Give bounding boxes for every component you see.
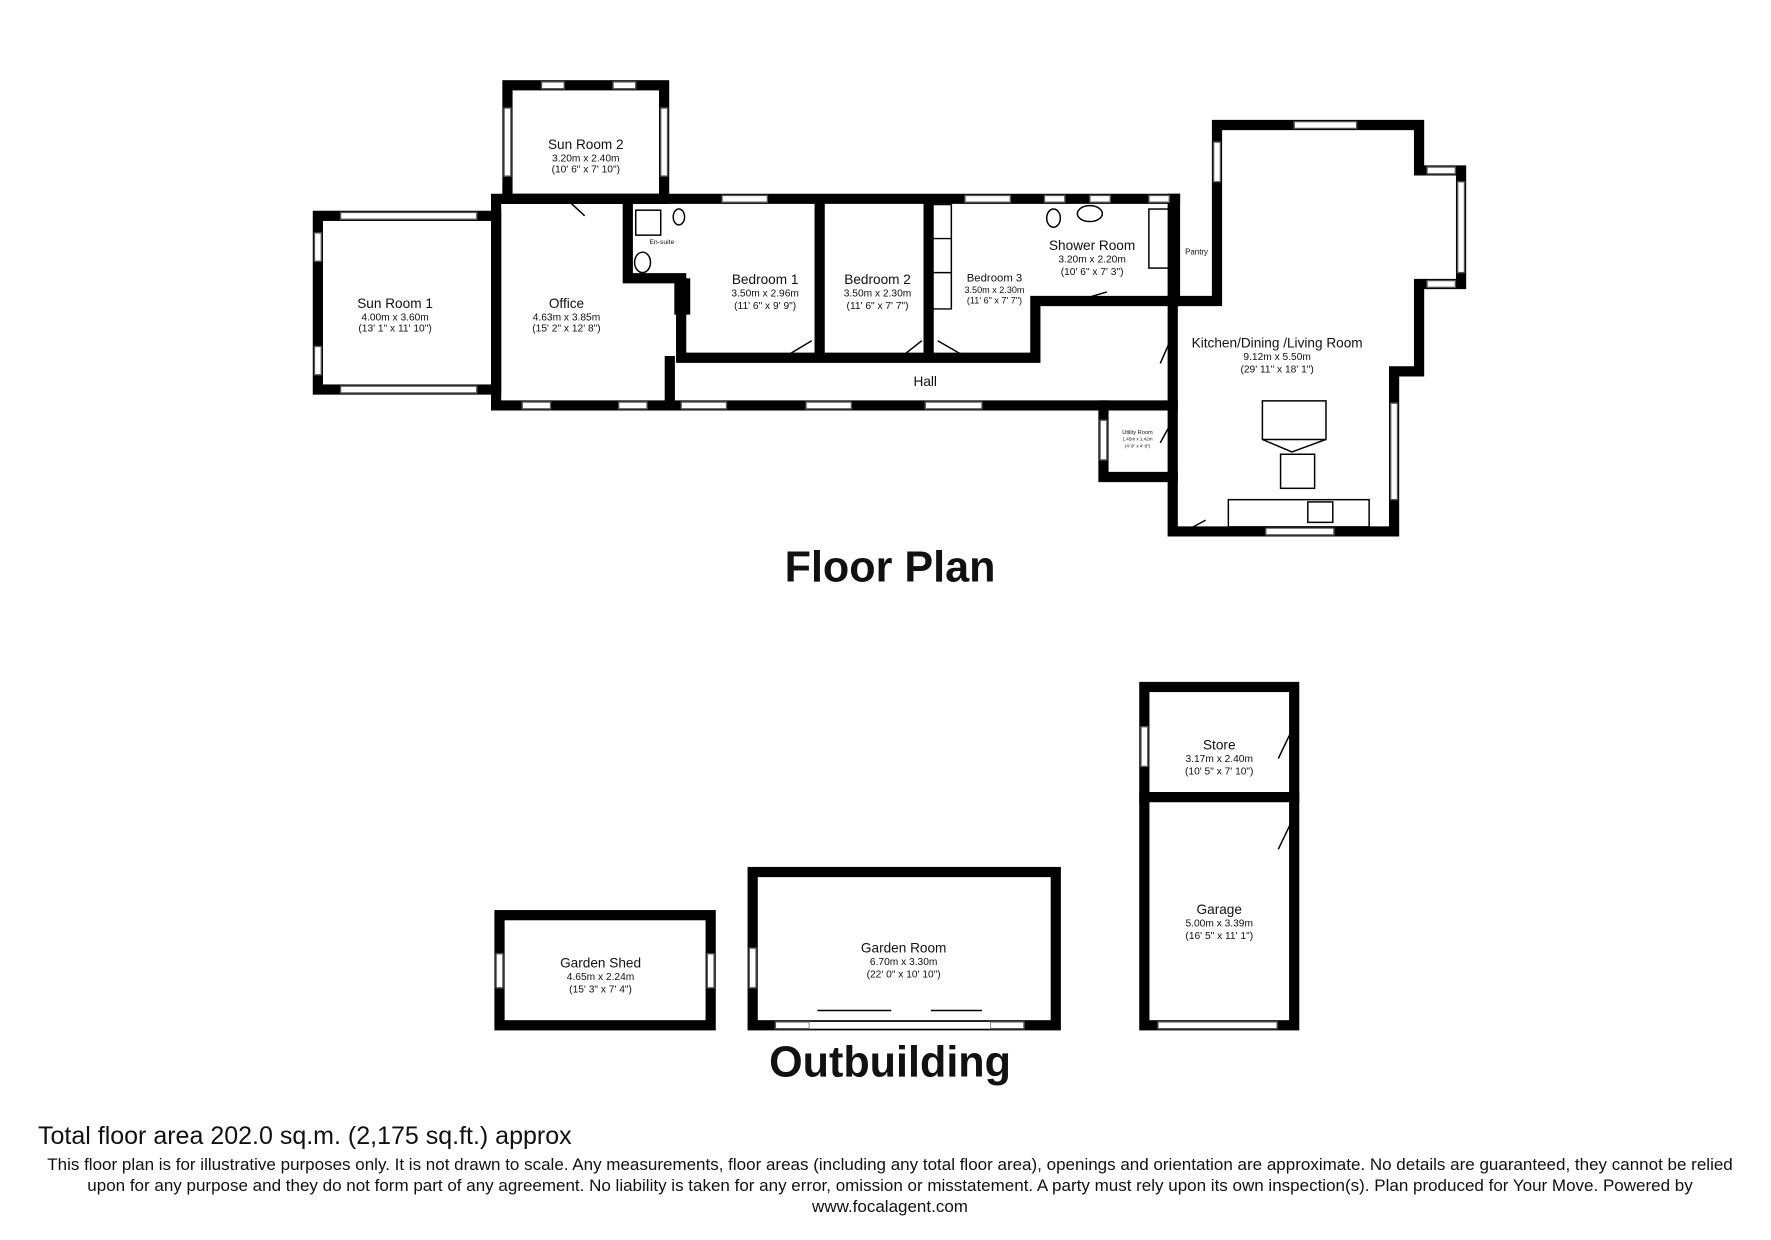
room-dims: (15' 2" x 12' 8") [532, 324, 600, 335]
fixtures [569, 201, 1370, 535]
room-name: Hall [914, 374, 937, 389]
room-dims: (4' 9" x 4' 8") [1125, 443, 1151, 448]
room-name: Bedroom 1 [732, 272, 799, 287]
room-dims: (11' 6" x 7' 7") [847, 301, 909, 312]
room-dims: 3.50m x 2.30m [844, 288, 912, 299]
room-dims: 3.17m x 2.40m [1186, 754, 1253, 765]
room-dims: (16' 5" x 11' 1") [1185, 931, 1253, 942]
outbuilding-title: Outbuilding [769, 1038, 1011, 1086]
floor-plan-title: Floor Plan [785, 543, 996, 591]
room-name: Sun Room 2 [548, 137, 624, 152]
room-dims: 3.50m x 2.30m [964, 285, 1024, 295]
room-name: En-suite [649, 239, 674, 246]
room-name: Kitchen/Dining /Living Room [1192, 336, 1363, 351]
room-name: Store [1203, 737, 1236, 752]
room-dims: 5.00m x 3.39m [1186, 919, 1253, 930]
room-dims: (10' 5" x 7' 10") [1185, 766, 1253, 777]
room-dims: 3.50m x 2.96m [731, 288, 799, 299]
windows [313, 81, 1466, 536]
room-name: Shower Room [1049, 238, 1135, 253]
room-name: Garden Room [861, 941, 946, 956]
room-dims: 6.70m x 3.30m [870, 957, 938, 968]
room-name: Garden Shed [560, 955, 641, 970]
room-dims: (11' 6" x 7' 7") [967, 295, 1022, 305]
room-dims: 9.12m x 5.50m [1243, 352, 1310, 363]
walls-outbuildings [494, 681, 1300, 1031]
room-labels: Sun Room 2 3.20m x 2.40m (10' 6" x 7' 10… [357, 137, 1362, 995]
room-dims: (10' 6" x 7' 10") [552, 165, 620, 176]
room-dims: (10' 6" x 7' 3") [1061, 267, 1124, 278]
room-dims: (13' 1" x 11' 10") [358, 324, 431, 335]
room-name: Utility Room [1122, 430, 1153, 436]
room-dims: 4.63m x 3.85m [533, 312, 601, 323]
room-name: Bedroom 2 [844, 272, 911, 287]
room-dims: (11' 6" x 9' 9") [734, 301, 796, 312]
room-name: Garage [1197, 902, 1242, 917]
room-dims: (29' 11" x 18' 1") [1240, 365, 1313, 376]
room-dims: 4.00m x 3.60m [361, 312, 429, 323]
room-name: Office [549, 296, 584, 311]
room-dims: 3.20m x 2.40m [552, 153, 620, 164]
disclaimer: This floor plan is for illustrative purp… [47, 1155, 1733, 1216]
room-name: Sun Room 1 [357, 296, 433, 311]
room-dims: (15' 3" x 7' 4") [569, 984, 632, 995]
room-dims: (22' 0" x 10' 10") [867, 970, 941, 981]
room-dims: 3.20m x 2.20m [1058, 254, 1126, 265]
room-name: Bedroom 3 [967, 273, 1023, 285]
room-name: Pantry [1185, 247, 1208, 256]
room-dims: 1.45m x 1.42m [1123, 437, 1153, 442]
total-floor-area: Total floor area 202.0 sq.m. (2,175 sq.f… [38, 1122, 572, 1150]
room-dims: 4.65m x 2.24m [567, 972, 635, 983]
